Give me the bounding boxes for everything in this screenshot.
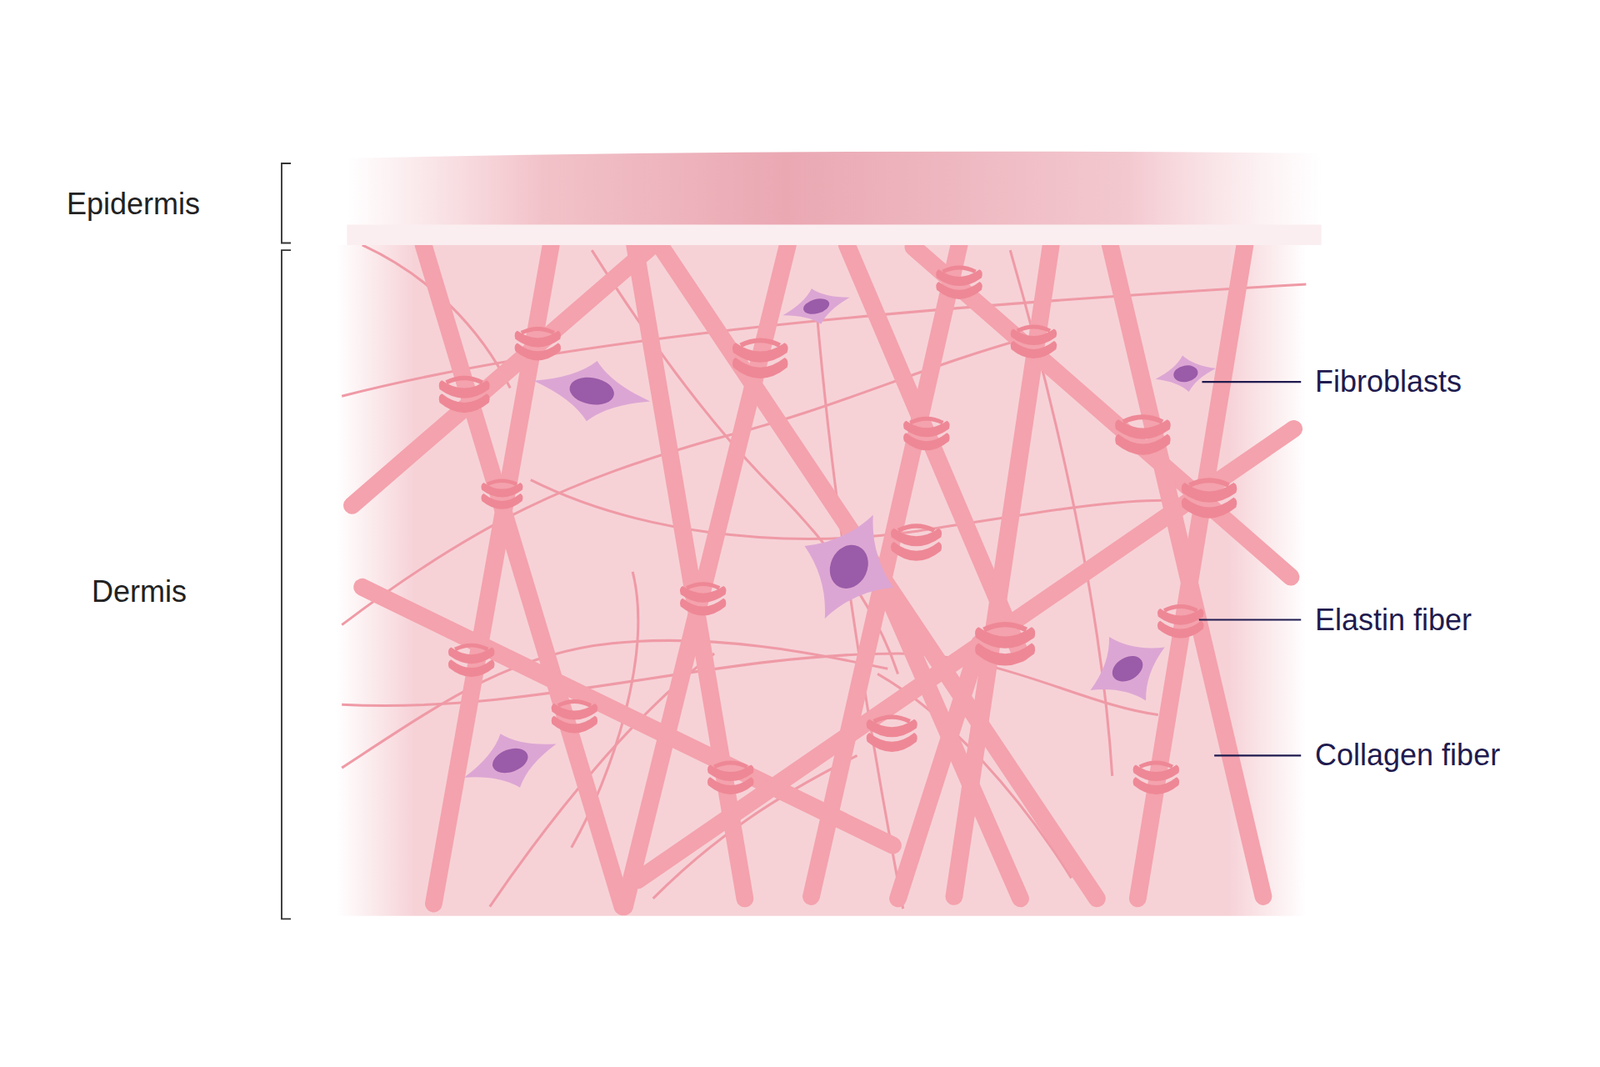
elastin-wrap: [1157, 606, 1205, 639]
fibroblast-cell: [454, 716, 566, 805]
part-label: Fibroblasts: [1315, 363, 1462, 400]
elastin-wrap: [1133, 762, 1180, 795]
collagen-fiber: [624, 245, 788, 907]
collagen-fiber: [362, 586, 894, 845]
collagen-fiber: [423, 245, 623, 907]
fibroblast-cell: [1071, 615, 1183, 722]
elastin-wrap: [448, 645, 495, 677]
leader-line: [1201, 380, 1301, 383]
fibroblast-cell: [528, 350, 656, 432]
fibroblast-cell: [780, 494, 918, 640]
leader-line: [1199, 618, 1301, 620]
fibroblast-cell: [778, 279, 855, 333]
elastin-strand: [1010, 250, 1112, 776]
collagen-fiber: [898, 643, 980, 899]
leader-line: [1214, 754, 1301, 756]
elastin-wrap: [515, 328, 562, 360]
elastin-wrap: [866, 716, 918, 752]
basement-strip: [346, 224, 1321, 245]
elastin-wrap: [890, 525, 942, 561]
elastin-wrap: [1181, 480, 1238, 519]
part-label: Elastin fiber: [1315, 601, 1472, 638]
epidermis-band: [346, 151, 1321, 228]
dermis-bracket: [281, 250, 291, 919]
elastin-wrap: [903, 418, 950, 450]
elastin-wrap: [1010, 326, 1058, 359]
dermis-ground: [336, 245, 1306, 916]
elastin-wrap: [551, 700, 599, 733]
elastin-wrap: [707, 762, 755, 795]
elastin-wrap: [480, 480, 523, 510]
elastin-wrap: [439, 377, 490, 413]
collagen-fiber: [1137, 245, 1245, 899]
elastin-wrap: [1115, 416, 1171, 455]
fibroblast-cell: [1152, 350, 1220, 397]
elastin-wrap: [975, 624, 1035, 665]
collagen-fiber: [637, 428, 1294, 880]
part-label: Collagen fiber: [1315, 736, 1500, 773]
elastin-wrap: [935, 267, 983, 300]
epidermis-bracket: [281, 163, 291, 244]
elastin-wrap: [680, 584, 727, 616]
part-label: Dermis: [91, 573, 187, 610]
elastin-wrap: [732, 340, 789, 379]
part-label: Epidermis: [66, 185, 200, 222]
